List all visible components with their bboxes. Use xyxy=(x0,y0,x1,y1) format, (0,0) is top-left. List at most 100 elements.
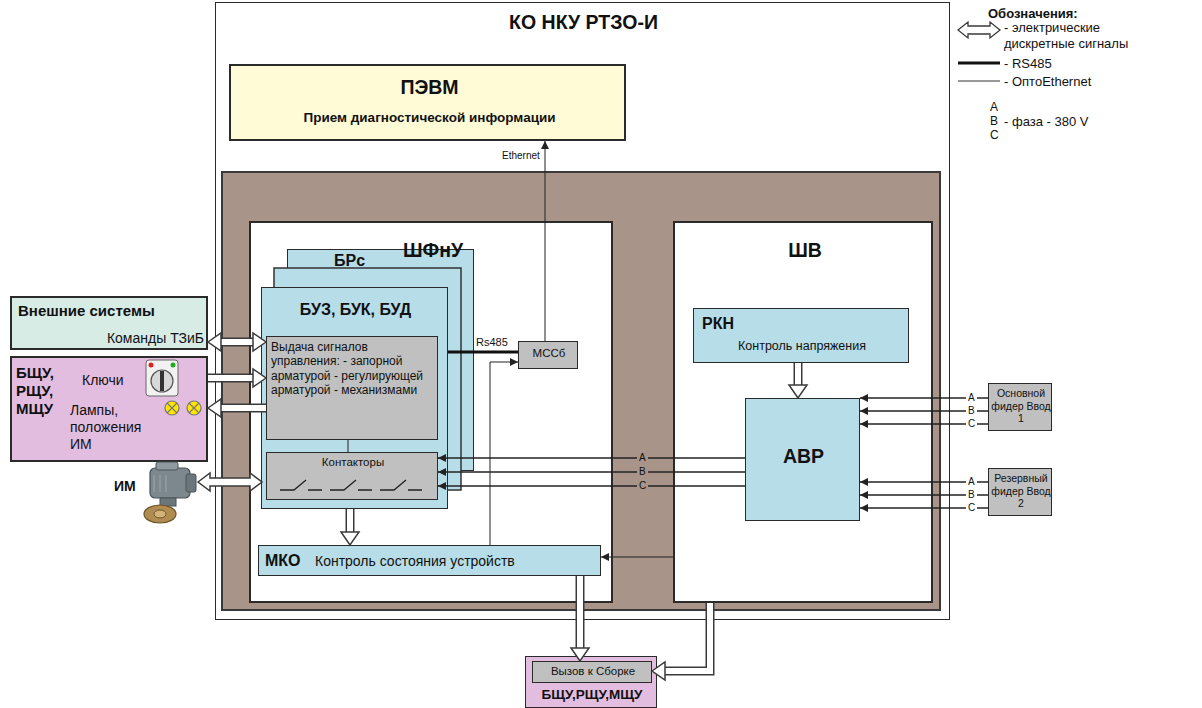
contactor-box: Контакторы xyxy=(266,452,438,500)
edge-label: B xyxy=(966,405,977,417)
node-title: БУЗ, БУК, БУД xyxy=(262,300,449,319)
node-text: Ключи xyxy=(82,372,142,389)
arrow-head xyxy=(253,369,266,387)
connector xyxy=(208,369,266,387)
connector xyxy=(860,411,988,412)
signal-arrow-outline xyxy=(220,404,266,413)
connector xyxy=(860,398,988,399)
module-box: МССб xyxy=(518,341,578,369)
connector xyxy=(490,362,518,545)
edge-label: B xyxy=(966,489,977,501)
ethernet-line xyxy=(601,557,673,558)
connector xyxy=(789,363,807,398)
arrow-head xyxy=(571,648,589,661)
connector xyxy=(208,399,266,417)
cabinet-box: ШВРКНКонтроль напряженияАВР xyxy=(673,221,933,603)
key-switch-icon xyxy=(146,360,178,396)
feeder-box: Резервный фидер Ввод 2 xyxy=(988,468,1052,516)
legend-signal-sample xyxy=(958,22,1000,38)
signal-arrow-fill xyxy=(664,603,710,671)
label-text: Обозначения: xyxy=(988,6,1188,22)
ats-box: АВР xyxy=(745,398,860,521)
lamp-icon xyxy=(165,401,201,415)
phase-wire xyxy=(860,507,988,509)
node-text: Лампы, положения ИМ xyxy=(70,402,166,452)
node-title: Внешние системы xyxy=(18,302,204,320)
connector xyxy=(652,603,710,680)
arrow-head xyxy=(253,333,266,351)
ethernet-line xyxy=(545,141,546,341)
node-text: Прием диагностической информации xyxy=(231,110,628,126)
edge-label: Rs485 xyxy=(474,336,510,349)
signal-arrow-fill xyxy=(208,375,254,381)
edge-label: Ethernet xyxy=(500,150,542,162)
node-title: ШФнУ xyxy=(251,239,615,262)
connector xyxy=(571,576,589,661)
enclosure-box: КО НКУ РТЗО-И ПЭВМПрием диагностической и… xyxy=(215,2,950,620)
phase-wire xyxy=(860,494,988,496)
node-title: МКО xyxy=(265,551,315,570)
node-title: Основной фидер Ввод 1 xyxy=(989,387,1053,425)
node-title: ШВ xyxy=(675,239,935,262)
signal-arrow-fill xyxy=(347,509,353,533)
node-title: АВР xyxy=(746,445,861,468)
cabinet-box: ШФнУ БРсБУЗ, БУК, БУД Выдача сигналов упр… xyxy=(249,221,613,603)
signal-arrow-outline xyxy=(664,603,710,671)
cabinet-body xyxy=(222,172,940,610)
node-text: Команды ТЗиБ xyxy=(18,330,204,347)
signal-arrow-fill xyxy=(795,363,801,386)
node-title: БЩУ,РЩУ,МЩУ xyxy=(526,687,658,703)
legend-text: - RS485 xyxy=(1004,56,1154,72)
pc-box: ПЭВМПрием диагностической информации xyxy=(229,64,626,141)
connector xyxy=(545,141,546,341)
connector xyxy=(860,508,988,509)
node-title: РКН xyxy=(702,314,762,333)
arrow-head xyxy=(208,399,221,417)
ethernet-line xyxy=(348,440,349,452)
signal-arrow-outline xyxy=(794,363,803,386)
label-text: A xyxy=(990,100,1004,114)
rs485-line xyxy=(448,351,518,354)
connector xyxy=(438,458,745,459)
signal-arrow-outline xyxy=(220,338,254,347)
connector xyxy=(341,509,359,545)
phase-wire xyxy=(860,410,988,412)
label-text: C xyxy=(990,128,1004,142)
signal-arrow-fill xyxy=(220,405,266,411)
connector xyxy=(860,495,988,496)
edge-label: C xyxy=(966,418,977,430)
edge-label: C xyxy=(637,480,648,492)
label-text: B xyxy=(990,114,1004,128)
connector xyxy=(438,472,745,473)
external-box: Внешние системыКоманды ТЗиБ xyxy=(10,296,208,350)
connector xyxy=(438,486,745,487)
edge-label: A xyxy=(966,392,977,404)
node-title: Выдача сигналов управления: - запорной а… xyxy=(271,340,435,398)
node-title: КО НКУ РТЗО-И xyxy=(216,11,951,34)
node-title: БЩУ, РЩУ, МЩУ xyxy=(16,364,70,418)
phase-wire xyxy=(860,397,988,399)
feeder-box: Основной фидер Ввод 1 xyxy=(988,383,1052,431)
signal-arrow-fill xyxy=(577,576,583,649)
control-room-box: БЩУ,РЩУ,МЩУ Вызов к Сборке xyxy=(525,656,657,708)
edge-label: A xyxy=(637,452,648,464)
node-title: Резервный фидер Ввод 2 xyxy=(989,472,1053,510)
signal-arrow-outline xyxy=(576,576,585,649)
node-title: Вызов к Сборке xyxy=(533,665,653,679)
unit-box: БУЗ, БУК, БУД Выдача сигналов управления:… xyxy=(261,287,448,509)
control-room-box: БЩУ, РЩУ, МЩУ КлючиЛампы, положения ИМ xyxy=(10,356,208,462)
edge-label: C xyxy=(966,502,977,514)
node-title: МССб xyxy=(519,347,579,361)
signal-arrow-outline xyxy=(346,509,355,533)
monitor-box: МКОКонтроль состояния устройств xyxy=(258,545,601,576)
legend-text: - фаза - 380 V xyxy=(1004,114,1154,130)
signal-arrow-fill xyxy=(220,339,254,345)
phase-wire xyxy=(860,481,988,483)
legend-rs485-sample xyxy=(958,62,1000,65)
connector xyxy=(348,440,349,452)
connector xyxy=(601,557,673,558)
node-title: БРс xyxy=(334,251,394,270)
